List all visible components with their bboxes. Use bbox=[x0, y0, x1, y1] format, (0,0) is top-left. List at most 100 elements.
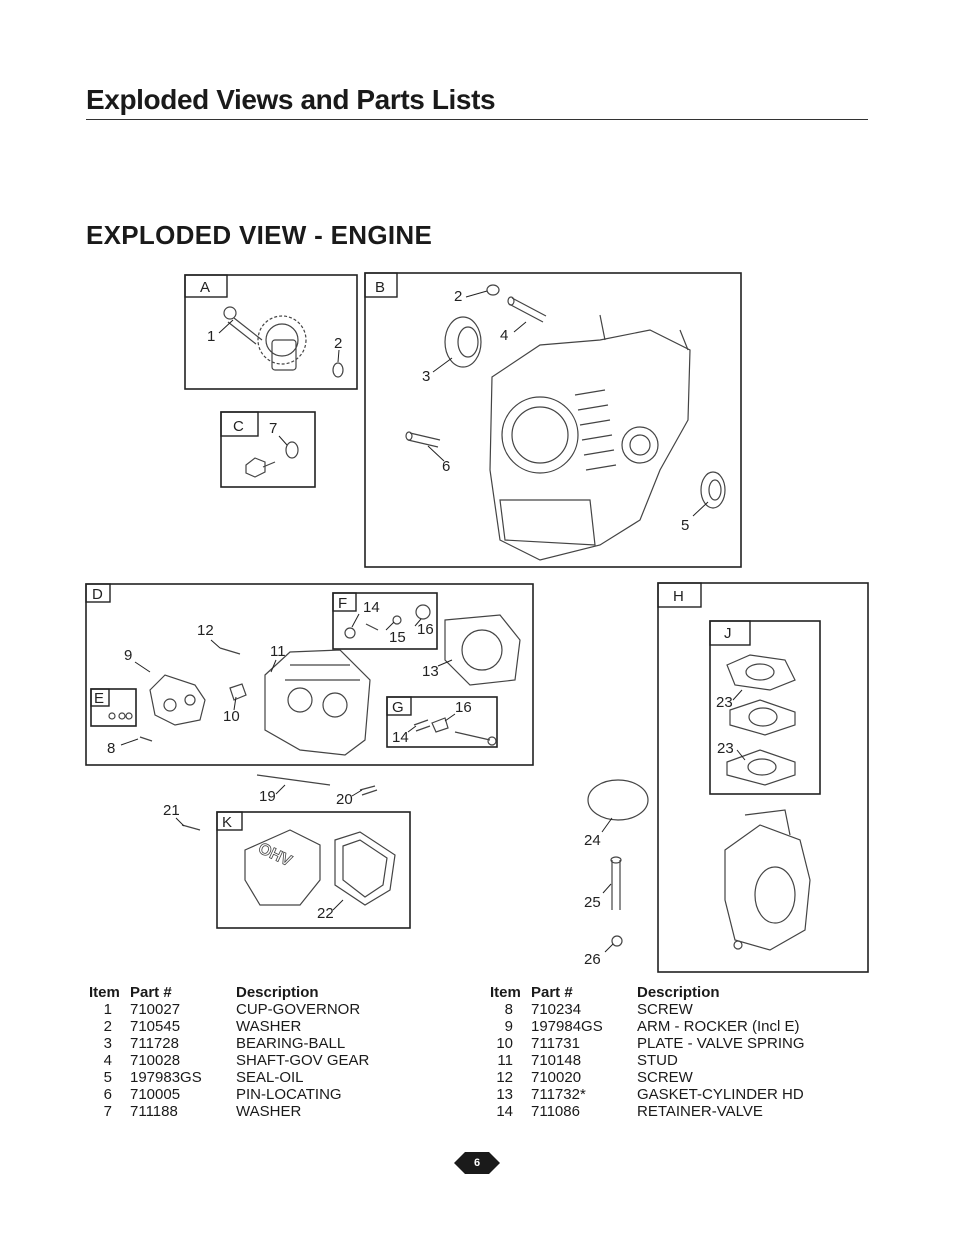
screw-20-part bbox=[359, 785, 378, 796]
callout-16-g: 16 bbox=[455, 699, 472, 716]
crankcase-part bbox=[489, 314, 691, 561]
callout-9: 9 bbox=[124, 647, 132, 664]
callout-15: 15 bbox=[389, 629, 406, 646]
panel-b-frame bbox=[364, 272, 742, 568]
row-part: 711731 bbox=[531, 1035, 580, 1052]
row-item: 8 bbox=[504, 1001, 513, 1018]
row-item: 11 bbox=[497, 1052, 513, 1069]
valve-cover-gasket-part bbox=[334, 831, 396, 906]
row-description: STUD bbox=[637, 1052, 678, 1069]
callout-22: 22 bbox=[317, 905, 334, 922]
header-part: Part # bbox=[531, 984, 573, 1001]
screw-21-part bbox=[181, 824, 201, 831]
panel-label-d: D bbox=[92, 586, 103, 603]
header-description: Description bbox=[637, 984, 720, 1001]
row-part: 710020 bbox=[531, 1069, 582, 1086]
row-part: 197983GS bbox=[130, 1069, 202, 1086]
stud-part bbox=[610, 856, 622, 910]
valve-cover-part bbox=[244, 829, 321, 906]
row-item: 4 bbox=[103, 1052, 112, 1069]
panel-label-g: G bbox=[392, 699, 404, 716]
row-description: CUP-GOVERNOR bbox=[236, 1001, 361, 1018]
row-description: PIN-LOCATING bbox=[236, 1086, 342, 1103]
page-number-shape bbox=[454, 1152, 500, 1174]
callout-26: 26 bbox=[584, 951, 601, 968]
oil-seal-part bbox=[700, 471, 726, 509]
carburetor-part bbox=[724, 809, 811, 951]
row-part: 711728 bbox=[130, 1035, 179, 1052]
governor-cup-part bbox=[223, 306, 344, 378]
panel-d-frame bbox=[85, 583, 534, 766]
panel-label-f: F bbox=[338, 595, 347, 612]
row-item: 9 bbox=[504, 1018, 513, 1035]
panel-label-a: A bbox=[200, 279, 210, 296]
panel-e-parts bbox=[108, 712, 133, 720]
panel-g-parts bbox=[413, 717, 497, 746]
screw-part bbox=[139, 736, 153, 742]
ohv-logo-text: OHV bbox=[256, 840, 295, 870]
gasket-cylinder-head-part bbox=[444, 614, 521, 686]
row-description: WASHER bbox=[236, 1018, 302, 1035]
header-part: Part # bbox=[130, 984, 172, 1001]
callout-10: 10 bbox=[223, 708, 240, 725]
o-ring-part bbox=[587, 779, 649, 821]
washer-part bbox=[486, 284, 500, 296]
row-description: GASKET-CYLINDER HD bbox=[637, 1086, 804, 1103]
row-part: 710148 bbox=[531, 1052, 582, 1069]
callout-23-b: 23 bbox=[717, 740, 734, 757]
row-item: 2 bbox=[103, 1018, 112, 1035]
row-description: SEAL-OIL bbox=[236, 1069, 304, 1086]
row-description: SHAFT-GOV GEAR bbox=[236, 1052, 370, 1069]
bearing-ball-part bbox=[444, 316, 482, 368]
callout-5: 5 bbox=[681, 517, 689, 534]
push-rod-part bbox=[256, 774, 331, 786]
callout-24: 24 bbox=[584, 832, 601, 849]
row-description: PLATE - VALVE SPRING bbox=[637, 1035, 805, 1052]
panel-a-frame bbox=[184, 274, 358, 390]
valve-spring-plate-part bbox=[229, 683, 247, 701]
row-part: 711732* bbox=[531, 1086, 586, 1103]
row-description: WASHER bbox=[236, 1103, 302, 1120]
panel-h-frame bbox=[657, 582, 869, 973]
header-item: Item bbox=[89, 984, 120, 1001]
row-part: 711086 bbox=[531, 1103, 580, 1120]
callout-1: 1 bbox=[207, 328, 215, 345]
row-part: 197984GS bbox=[531, 1018, 603, 1035]
rocker-arm-part bbox=[149, 674, 206, 726]
callout-21: 21 bbox=[163, 802, 180, 819]
row-part: 710027 bbox=[130, 1001, 181, 1018]
panel-f-frame bbox=[332, 592, 438, 650]
callout-3: 3 bbox=[422, 368, 430, 385]
row-part: 710545 bbox=[130, 1018, 181, 1035]
panel-label-j: J bbox=[724, 625, 732, 642]
panel-c-parts bbox=[245, 441, 299, 478]
page-number-badge: 6 bbox=[454, 1152, 500, 1174]
callout-14-f: 14 bbox=[363, 599, 380, 616]
row-item: 1 bbox=[103, 1001, 112, 1018]
page-number: 6 bbox=[473, 1157, 481, 1169]
row-item: 10 bbox=[496, 1035, 513, 1052]
row-item: 7 bbox=[103, 1103, 112, 1120]
intake-gasket-lower-part bbox=[726, 749, 796, 786]
callout-12: 12 bbox=[197, 622, 214, 639]
panel-g-frame bbox=[386, 696, 498, 748]
intake-gasket-part bbox=[726, 654, 796, 691]
row-item: 14 bbox=[496, 1103, 513, 1120]
panel-k-frame bbox=[216, 811, 411, 929]
row-part: 710234 bbox=[531, 1001, 582, 1018]
callout-6: 6 bbox=[442, 458, 450, 475]
locating-pin-part bbox=[405, 431, 441, 448]
panel-label-c: C bbox=[233, 418, 244, 435]
page-title: Exploded Views and Parts Lists bbox=[86, 84, 496, 115]
row-description: SCREW bbox=[637, 1001, 693, 1018]
row-description: BEARING-BALL bbox=[236, 1035, 346, 1052]
callout-2-b: 2 bbox=[454, 288, 462, 305]
row-part: 711188 bbox=[130, 1103, 178, 1120]
panel-f-parts bbox=[344, 604, 431, 639]
row-part: 710028 bbox=[130, 1052, 181, 1069]
panel-label-e: E bbox=[94, 690, 104, 707]
row-description: ARM - ROCKER (Incl E) bbox=[637, 1018, 800, 1035]
callout-11: 11 bbox=[270, 643, 286, 660]
row-item: 3 bbox=[103, 1035, 112, 1052]
